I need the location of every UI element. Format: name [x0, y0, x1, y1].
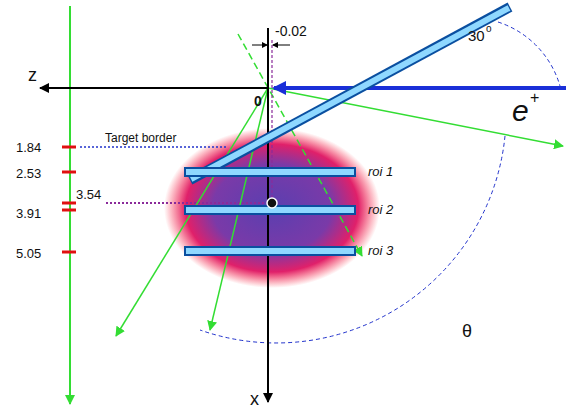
tick-value: 2.53: [16, 167, 41, 180]
offset-value: -0.02: [275, 24, 307, 38]
tick-value: 1.84: [16, 141, 41, 154]
tick-value: 3.54: [76, 188, 101, 201]
border-label: Target border: [104, 132, 177, 144]
axis-name: z: [28, 66, 37, 84]
angle-symbol: θ: [462, 322, 472, 340]
roi-label: roi 1: [368, 165, 393, 178]
particle-name: e: [512, 96, 529, 126]
roi-label: roi 3: [368, 244, 393, 257]
angle-unit: o: [486, 24, 492, 34]
axis-name: x: [250, 390, 259, 408]
origin-label: 0: [254, 94, 262, 108]
roi-label: roi 2: [368, 203, 393, 216]
charge-sign: +: [530, 90, 539, 106]
tick-value: 5.05: [16, 247, 41, 260]
angle-value: 30: [468, 28, 485, 43]
tick-value: 3.91: [16, 207, 41, 220]
